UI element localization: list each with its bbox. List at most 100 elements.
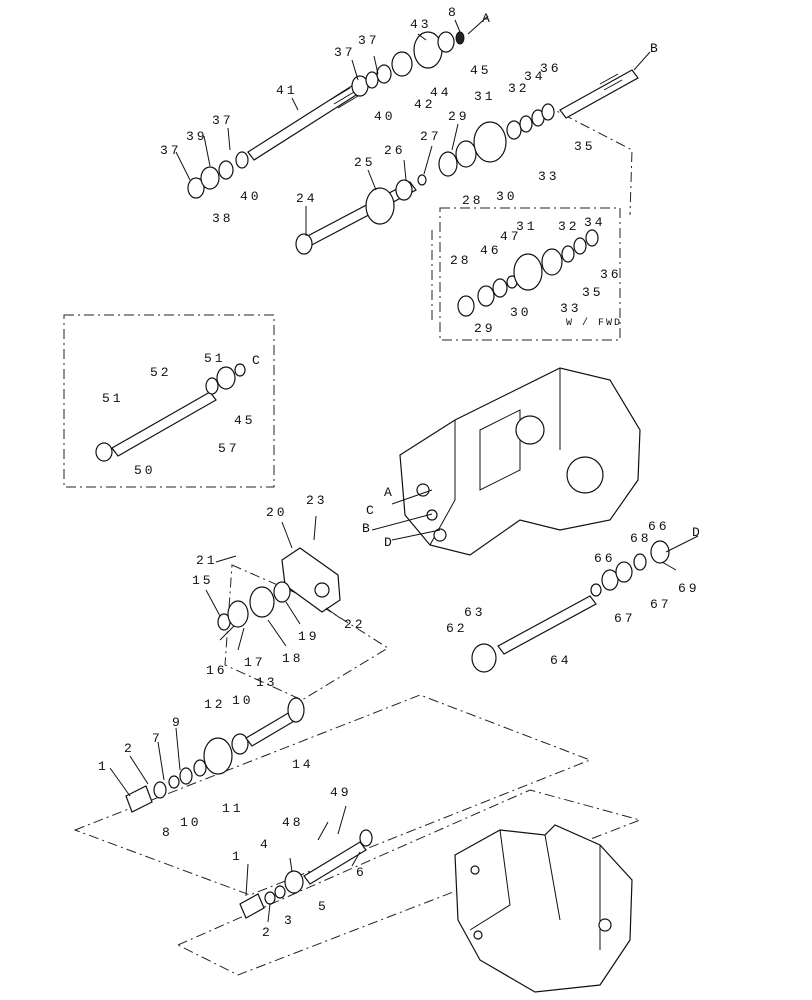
callout-10-a: 10 bbox=[232, 693, 254, 708]
inset-box-fwd bbox=[439, 207, 621, 341]
callout-35-top: 35 bbox=[574, 139, 596, 154]
callout-37-b: 37 bbox=[358, 33, 380, 48]
letter-c-inset: C bbox=[252, 353, 263, 368]
callout-40-b: 40 bbox=[240, 189, 262, 204]
callout-63: 63 bbox=[464, 605, 486, 620]
callout-37-d: 37 bbox=[160, 143, 182, 158]
group-outline-upper bbox=[224, 564, 389, 701]
callout-68: 68 bbox=[630, 531, 652, 546]
callout-10-b: 10 bbox=[180, 815, 202, 830]
callout-43: 43 bbox=[410, 17, 432, 32]
callout-30-fwd: 30 bbox=[510, 305, 532, 320]
callout-52: 52 bbox=[150, 365, 172, 380]
callout-23: 23 bbox=[306, 493, 328, 508]
leader-lines bbox=[109, 15, 699, 923]
callout-31-fwd: 31 bbox=[516, 219, 538, 234]
callout-49: 49 bbox=[330, 785, 352, 800]
callout-13: 13 bbox=[256, 675, 278, 690]
callout-20: 20 bbox=[266, 505, 288, 520]
callout-66-b: 66 bbox=[594, 551, 616, 566]
fwd-note: W / FWD bbox=[566, 317, 622, 329]
callout-48: 48 bbox=[282, 815, 304, 830]
callout-27: 27 bbox=[420, 129, 442, 144]
callout-7: 7 bbox=[152, 731, 163, 746]
callout-8-top: 8 bbox=[448, 5, 459, 20]
callout-32-fwd: 32 bbox=[558, 219, 580, 234]
callout-45-top: 45 bbox=[470, 63, 492, 78]
callout-37-c: 37 bbox=[212, 113, 234, 128]
callout-57: 57 bbox=[218, 441, 240, 456]
callout-66-a: 66 bbox=[648, 519, 670, 534]
callout-16: 16 bbox=[206, 663, 228, 678]
callout-69: 69 bbox=[678, 581, 700, 596]
callout-45-inset: 45 bbox=[234, 413, 256, 428]
letter-d-case: D bbox=[384, 535, 395, 550]
cover-plate-assembly bbox=[217, 547, 341, 631]
inset-box-shaft-50 bbox=[63, 314, 275, 488]
callout-15: 15 bbox=[192, 573, 214, 588]
callout-14: 14 bbox=[292, 757, 314, 772]
callout-28-top: 28 bbox=[462, 193, 484, 208]
callout-40-a: 40 bbox=[374, 109, 396, 124]
callout-67-b: 67 bbox=[614, 611, 636, 626]
transmission-case-upper bbox=[399, 367, 641, 556]
callout-4: 4 bbox=[260, 837, 271, 852]
group-outline-middle bbox=[73, 694, 592, 896]
letter-d-output: D bbox=[692, 525, 703, 540]
letter-b-case: B bbox=[362, 521, 373, 536]
callout-26: 26 bbox=[384, 143, 406, 158]
callout-32-top: 32 bbox=[508, 81, 530, 96]
callout-67-a: 67 bbox=[650, 597, 672, 612]
callout-42: 42 bbox=[414, 97, 436, 112]
callout-31-top: 31 bbox=[474, 89, 496, 104]
letter-b-top: B bbox=[650, 41, 661, 56]
callout-36-top: 36 bbox=[540, 61, 562, 76]
callout-33-top: 33 bbox=[538, 169, 560, 184]
callout-9: 9 bbox=[172, 715, 183, 730]
callout-64: 64 bbox=[550, 653, 572, 668]
letter-a-case: A bbox=[384, 485, 395, 500]
callout-50: 50 bbox=[134, 463, 156, 478]
callout-labels: 8 43 37 37 45 44 41 40 42 36 34 32 31 29… bbox=[98, 5, 700, 940]
callout-51-a: 51 bbox=[204, 351, 226, 366]
input-shaft-assembly bbox=[125, 697, 305, 813]
transmission-case-lower bbox=[454, 824, 633, 993]
callout-37-a: 37 bbox=[334, 45, 356, 60]
callout-44: 44 bbox=[430, 85, 452, 100]
shaft-52-assembly bbox=[95, 363, 246, 462]
connector-path bbox=[544, 104, 633, 216]
callout-62: 62 bbox=[446, 621, 468, 636]
letter-c-case: C bbox=[366, 503, 377, 518]
countershaft-assembly bbox=[295, 69, 639, 255]
letter-a-top: A bbox=[482, 11, 493, 26]
callout-19: 19 bbox=[298, 629, 320, 644]
callout-2-mid: 2 bbox=[124, 741, 135, 756]
callout-34-top: 34 bbox=[524, 69, 546, 84]
callout-21: 21 bbox=[196, 553, 218, 568]
fwd-countershaft-assembly bbox=[457, 229, 599, 317]
callout-2-low: 2 bbox=[262, 925, 273, 940]
callout-36-fwd: 36 bbox=[600, 267, 622, 282]
callout-33-fwd: 33 bbox=[560, 301, 582, 316]
callout-8-mid: 8 bbox=[162, 825, 173, 840]
callout-29-top: 29 bbox=[448, 109, 470, 124]
callout-39: 39 bbox=[186, 129, 208, 144]
callout-5: 5 bbox=[318, 899, 329, 914]
callout-38: 38 bbox=[212, 211, 234, 226]
callout-6: 6 bbox=[356, 865, 367, 880]
callout-1-mid: 1 bbox=[98, 759, 109, 774]
output-shaft-assembly bbox=[471, 540, 670, 673]
callout-18: 18 bbox=[282, 651, 304, 666]
mainshaft-assembly bbox=[187, 31, 465, 199]
callout-3: 3 bbox=[284, 913, 295, 928]
callout-30-top: 30 bbox=[496, 189, 518, 204]
callout-24: 24 bbox=[296, 191, 318, 206]
callout-11: 11 bbox=[222, 801, 244, 816]
lower-shaft-assembly bbox=[239, 829, 373, 919]
callout-1-low: 1 bbox=[232, 849, 243, 864]
callout-46: 46 bbox=[480, 243, 502, 258]
callout-28-fwd: 28 bbox=[450, 253, 472, 268]
callout-47: 47 bbox=[500, 229, 522, 244]
callout-22: 22 bbox=[344, 617, 366, 632]
